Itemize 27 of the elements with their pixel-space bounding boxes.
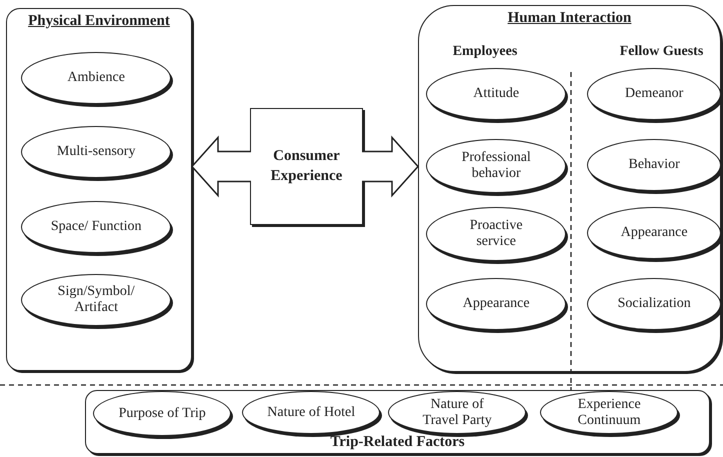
panel-heading: Human Interaction xyxy=(508,10,632,26)
block-arrow xyxy=(191,136,252,198)
factor-ellipse: Experience Continuum xyxy=(540,391,678,434)
factor-ellipse: Professional behavior xyxy=(426,139,566,194)
block-arrow xyxy=(361,136,419,198)
factor-ellipse: Multi-sensory xyxy=(21,126,172,178)
factor-ellipse: Space/ Function xyxy=(21,201,172,254)
factor-ellipse: Proactive service xyxy=(426,207,566,262)
factor-ellipse: Socialization xyxy=(587,278,722,330)
panel-heading: Trip-Related Factors xyxy=(330,434,465,450)
panel-heading: Physical Environment xyxy=(28,13,170,29)
factor-ellipse: Appearance xyxy=(587,207,722,260)
column-heading: Employees xyxy=(452,44,518,60)
column-heading: Fellow Guests xyxy=(618,44,704,60)
factor-ellipse: Purpose of Trip xyxy=(93,391,232,436)
factor-ellipse: Sign/Symbol/ Artifact xyxy=(21,274,172,326)
factor-ellipse: Nature of Hotel xyxy=(242,391,380,434)
group-panel xyxy=(418,5,721,372)
factor-ellipse: Behavior xyxy=(587,139,722,192)
factor-ellipse: Demeanor xyxy=(587,68,722,120)
factor-ellipse: Nature of Travel Party xyxy=(388,391,526,434)
center-box: Consumer Experience xyxy=(250,108,363,225)
group-panel xyxy=(6,8,192,371)
factor-ellipse: Appearance xyxy=(426,278,566,330)
factor-ellipse: Attitude xyxy=(426,68,566,120)
factor-ellipse: Ambience xyxy=(21,52,172,104)
group-panel xyxy=(85,390,710,454)
